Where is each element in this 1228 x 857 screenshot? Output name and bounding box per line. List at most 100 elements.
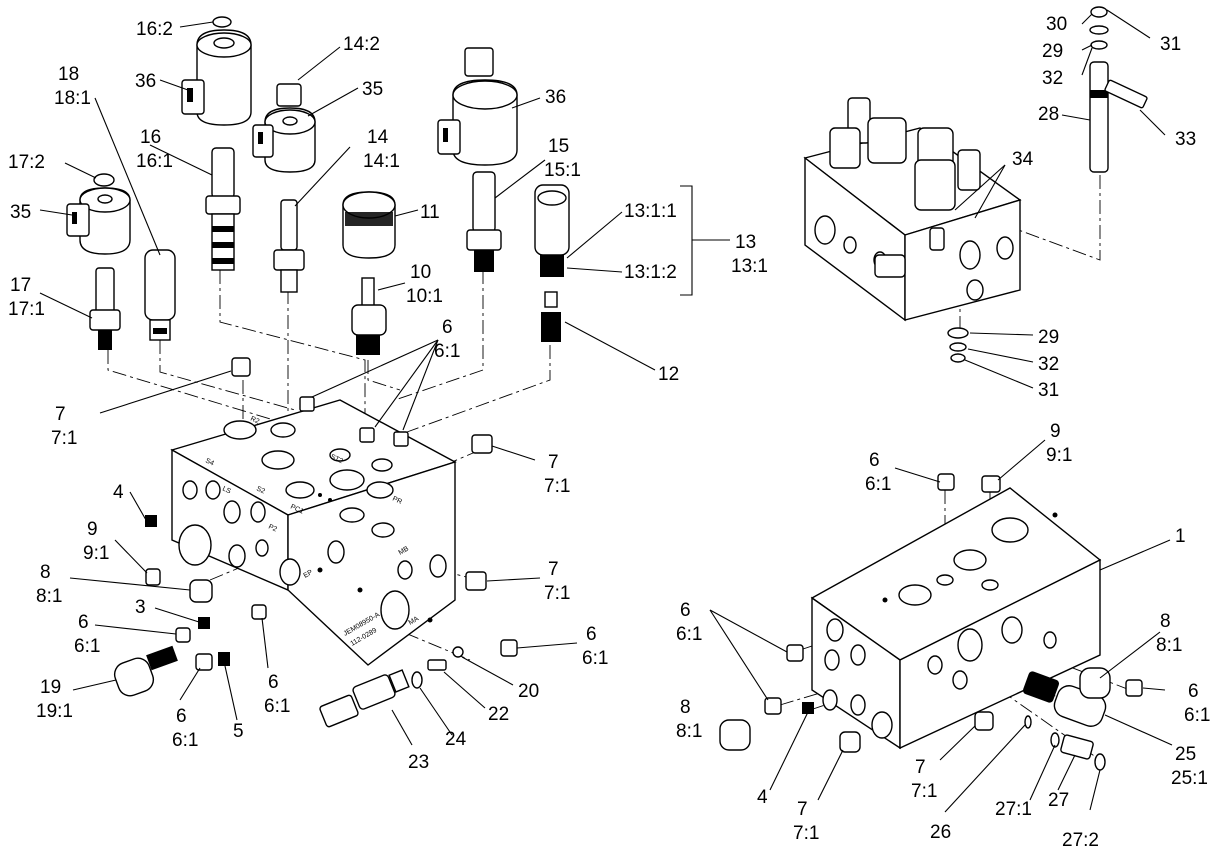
callout-4-block1: 4 xyxy=(757,787,768,808)
callout-35-center: 35 xyxy=(362,79,383,100)
callout-7-side: 7 xyxy=(548,559,559,580)
callout-33: 33 xyxy=(1175,129,1196,150)
assembled-manifold-view xyxy=(803,97,1022,322)
callout-6-block1-right: 6 xyxy=(1188,681,1199,702)
callout-10-1: 10:1 xyxy=(406,286,443,307)
callout-8-1-block1: 8:1 xyxy=(1156,635,1182,656)
callout-6-left: 6 xyxy=(78,612,89,633)
leader-lines xyxy=(39,9,1173,813)
callout-31-bottom: 31 xyxy=(1038,380,1059,401)
callout-9-block1: 9 xyxy=(1050,421,1061,442)
callout-14-1: 14:1 xyxy=(363,151,400,172)
callout-19: 19 xyxy=(40,677,61,698)
fitting-22-20-24 xyxy=(411,646,464,689)
callout-28: 28 xyxy=(1038,104,1059,125)
callout-16-2: 16:2 xyxy=(136,19,173,40)
callout-7-1-block1: 7:1 xyxy=(911,781,937,802)
valve-cartridge-10 xyxy=(351,277,387,355)
callout-27: 27 xyxy=(1048,790,1069,811)
valve-cartridge-13 xyxy=(534,184,570,277)
callout-19-1: 19:1 xyxy=(36,701,73,722)
callout-6-top: 6 xyxy=(442,317,453,338)
callout-7-block1-left: 7 xyxy=(797,799,808,820)
port-marking-ma: MA xyxy=(408,615,421,626)
callout-27-2: 27:2 xyxy=(1062,830,1099,851)
callout-30: 30 xyxy=(1046,14,1067,35)
callout-8-left: 8 xyxy=(40,562,51,583)
coil-36-left xyxy=(181,16,252,126)
callout-24: 24 xyxy=(445,729,467,750)
callout-6-block1-left: 6 xyxy=(680,600,691,621)
callout-17-2: 17:2 xyxy=(8,152,45,173)
callout-13-1-2: 13:1:2 xyxy=(624,262,677,283)
callout-25: 25 xyxy=(1175,744,1196,765)
callout-7-1-side: 7:1 xyxy=(544,583,570,604)
callout-7-1-block1-left: 7:1 xyxy=(793,823,819,844)
port-marking-p2: P2 xyxy=(267,523,278,533)
callout-13-1: 13:1 xyxy=(731,256,768,277)
callout-3: 3 xyxy=(135,597,146,618)
callout-27-1: 27:1 xyxy=(995,799,1032,820)
callout-15: 15 xyxy=(548,136,569,157)
callout-9-1-block1: 9:1 xyxy=(1046,445,1072,466)
callout-18: 18 xyxy=(58,64,79,85)
callout-labels: 16:2 14:2 36 35 18 18:1 16 16:1 14 14:1 … xyxy=(8,14,1210,851)
callout-22: 22 xyxy=(488,704,509,725)
coil-35-center xyxy=(252,83,316,173)
manifold-block-1 xyxy=(810,487,1102,750)
callout-36-left: 36 xyxy=(135,71,156,92)
valve-cartridge-16 xyxy=(205,147,241,271)
callout-7-right: 7 xyxy=(548,452,559,473)
callout-29-top: 29 xyxy=(1042,41,1063,62)
callout-16-1: 16:1 xyxy=(136,151,173,172)
coil-36-right xyxy=(437,47,518,166)
valve-knob-11 xyxy=(342,191,396,259)
callout-32-bottom: 32 xyxy=(1038,354,1059,375)
port-marking-st2: ST2 xyxy=(329,453,344,465)
callout-6-block1: 6 xyxy=(869,450,880,471)
callout-9-left: 9 xyxy=(87,519,98,540)
callout-16: 16 xyxy=(140,127,161,148)
callout-18-1: 18:1 xyxy=(54,88,91,109)
callout-4-left: 4 xyxy=(113,482,124,503)
main-manifold-block: JEM08950-A 112-0289 S4 R2 S2 ST2 PR PC1 … xyxy=(170,399,457,666)
callout-8-1-left: 8:1 xyxy=(36,586,62,607)
callout-34: 34 xyxy=(1012,149,1034,170)
valve-cartridge-14 xyxy=(273,199,305,293)
fitting-27 xyxy=(1024,715,1106,771)
callout-8-1-block1-left: 8:1 xyxy=(676,721,702,742)
callout-14: 14 xyxy=(367,127,389,148)
callout-31-top: 31 xyxy=(1160,34,1181,55)
callout-6-1-mid: 6:1 xyxy=(264,696,290,717)
callout-7-1-right: 7:1 xyxy=(544,476,570,497)
valve-28-cartridge xyxy=(947,6,1148,363)
callout-29-bottom: 29 xyxy=(1038,327,1059,348)
plugs-and-fittings xyxy=(145,357,1143,753)
callout-6-right: 6 xyxy=(586,624,597,645)
callout-8-block1: 8 xyxy=(1160,611,1171,632)
callout-13: 13 xyxy=(735,232,756,253)
valve-cartridge-17 xyxy=(89,267,121,350)
valve-cartridge-18 xyxy=(144,249,176,341)
callout-12: 12 xyxy=(658,364,679,385)
callout-26: 26 xyxy=(930,822,951,843)
callout-6-1-right: 6:1 xyxy=(582,648,608,669)
port-marking-s4: S4 xyxy=(204,457,215,467)
relief-valve-25 xyxy=(1022,667,1111,727)
callout-13-1-1: 13:1:1 xyxy=(624,201,677,222)
callout-32-top: 32 xyxy=(1042,68,1063,89)
callout-9-1-left: 9:1 xyxy=(83,543,109,564)
callout-8-block1-left: 8 xyxy=(680,697,691,718)
callout-6-1-block1: 6:1 xyxy=(865,474,891,495)
port-marking-ls: LS xyxy=(221,485,232,495)
callout-1: 1 xyxy=(1175,526,1186,547)
callout-23: 23 xyxy=(408,752,429,773)
callout-6-1-block1-left: 6:1 xyxy=(676,624,702,645)
port-marking-ep: EP xyxy=(303,569,315,580)
sensor-23 xyxy=(319,669,410,728)
callout-15-1: 15:1 xyxy=(544,160,581,181)
valve-poppet-12 xyxy=(541,291,561,342)
valve-cartridge-15 xyxy=(466,171,502,272)
